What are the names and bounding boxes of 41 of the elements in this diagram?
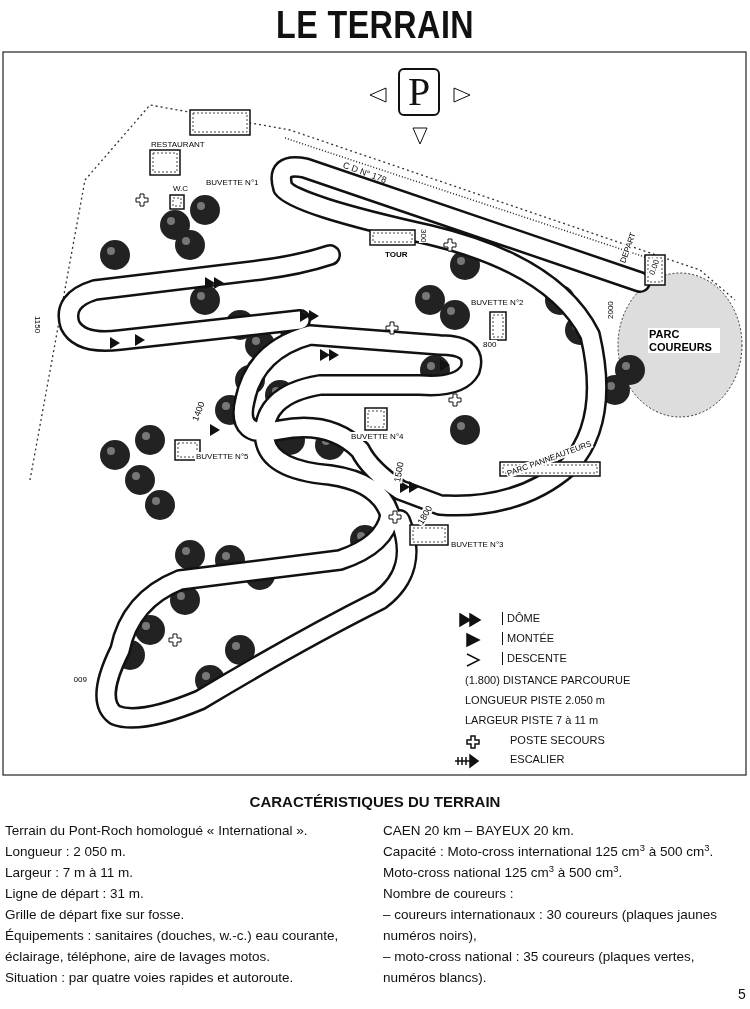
distance-marker: 1150 (32, 315, 42, 335)
distance-marker: 1500 (392, 460, 406, 484)
distance-marker: 300 (418, 228, 428, 244)
paragraph-text: Terrain du Pont-Roch homologué « International ». (5, 822, 309, 840)
paragraph-text: Moto-cross national 125 cm$^{3}$ à 500 cm$^{3}$. (383, 862, 624, 882)
distance-marker: 800 (482, 340, 498, 350)
map-label: BUVETTE N°5 (195, 452, 250, 462)
road-label: C D N° 178 (341, 160, 388, 186)
paragraph-text: CAEN 20 km – BAYEUX 20 km. (383, 822, 576, 840)
paragraph-text: Grille de départ fixe sur fosse. (5, 906, 186, 924)
map-label: BUVETTE N°4 (350, 432, 405, 442)
paragraph-text: Largeur : 7 m à 11 m. (5, 864, 135, 882)
paragraph-text: Équipements : sanitaires (douches, w.-c.) eau courante, éclairage, téléphone, aire de lavages motos. (5, 927, 340, 966)
page-title: LE TERRAIN (275, 4, 476, 47)
paragraph-text: – coureurs internationaux : 30 coureurs (plaques jaunes numéros noirs), (383, 906, 718, 945)
distance-marker: 600 (72, 674, 88, 684)
map-label: RESTAURANT (150, 140, 206, 150)
map-label: TOUR (384, 250, 409, 260)
legend-label: POSTE SECOURS (510, 734, 605, 747)
legend-note: (1.800) DISTANCE PARCOURUE (465, 674, 631, 687)
section-heading: CARACTÉRISTIQUES DU TERRAIN (248, 793, 502, 811)
map-label: W.C (172, 184, 190, 194)
legend-label: DÔME (502, 612, 540, 625)
map-label: BUVETTE N°2 (470, 298, 525, 308)
map-label: BUVETTE N°3 (450, 540, 505, 550)
legend-note: LONGUEUR PISTE 2.050 m (465, 694, 605, 707)
paragraph-text: Longueur : 2 050 m. (5, 843, 127, 861)
paragraph-text: Ligne de départ : 31 m. (5, 885, 145, 903)
paragraph-text: Nombre de coureurs : (383, 885, 515, 903)
legend-note: LARGEUR PISTE 7 à 11 m (465, 714, 599, 727)
legend-label: ESCALIER (510, 753, 565, 766)
page-number: 5 (738, 986, 746, 1003)
map-label: PARC COUREURS (648, 328, 720, 354)
paragraph-text: Situation : par quatre voies rapides et autoroute. (5, 969, 295, 987)
legend-label: MONTÉE (502, 632, 555, 645)
distance-marker: 2000 (606, 300, 616, 320)
map-label: BUVETTE N°1 (205, 178, 260, 188)
parking-sign: P (398, 68, 441, 116)
legend-label: DESCENTE (502, 652, 567, 665)
paragraph-text: Capacité : Moto-cross international 125 cm$^{3}$ à 500 cm$^{3}$. (383, 841, 715, 861)
paragraph-text: – moto-cross national : 35 coureurs (plaques vertes, numéros blancs). (383, 948, 696, 987)
